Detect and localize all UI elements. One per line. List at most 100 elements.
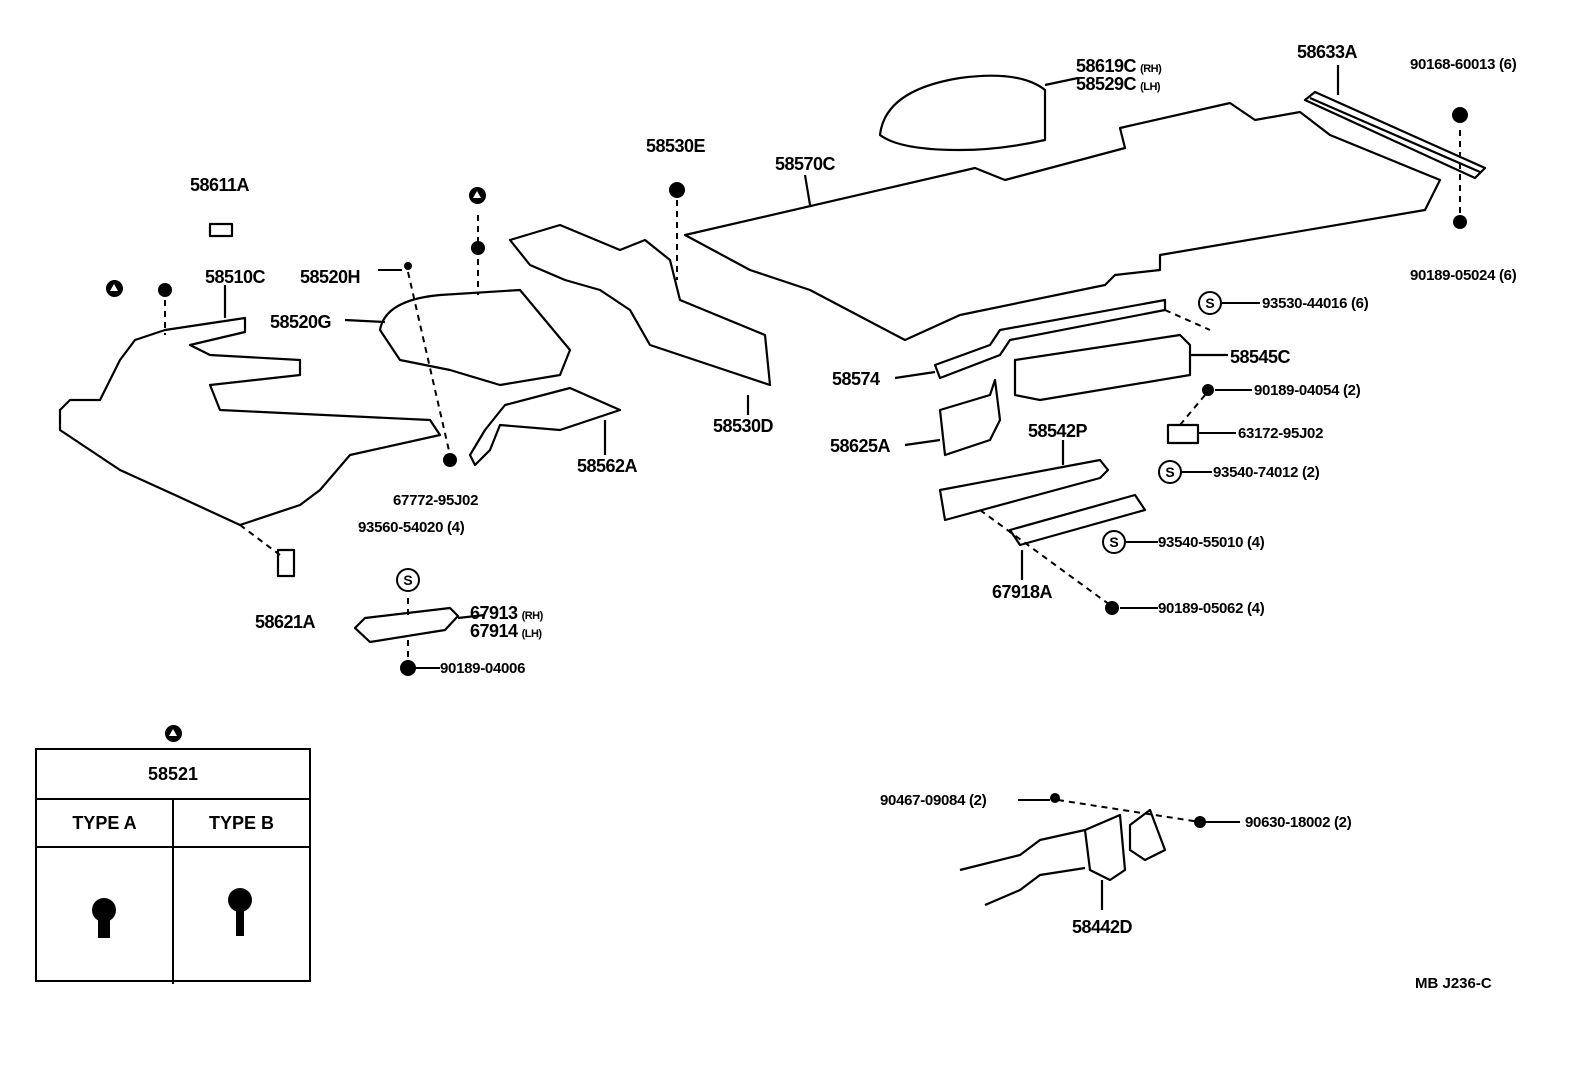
label-58529C: 58529C(LH): [1076, 74, 1161, 94]
leader-58574: [894, 370, 936, 380]
label-58574: 58574: [832, 369, 880, 389]
part-58520G-tray[interactable]: [378, 288, 572, 387]
label-90168-60013: 90168-60013 (6): [1410, 56, 1517, 73]
fastener-type-b-image: [228, 888, 252, 912]
dash-67918A: [979, 509, 1111, 606]
type-table-images: [37, 848, 309, 984]
fastener-58520H[interactable]: [404, 262, 412, 270]
label-58529C-side: (LH): [1140, 81, 1161, 93]
part-58570C-mat[interactable]: [683, 101, 1442, 342]
dash-58621A: [239, 524, 281, 556]
label-58633A: 58633A: [1297, 42, 1358, 62]
fastener-58520G-top[interactable]: [471, 241, 485, 255]
part-58545C-duct[interactable]: [1013, 333, 1192, 402]
part-58619C-pad[interactable]: [878, 74, 1047, 152]
label-93530-44016: 93530-44016 (6): [1262, 295, 1369, 312]
type-a-header: TYPE A: [37, 800, 174, 846]
s-badge-93560: S: [396, 568, 420, 592]
s-badge-93530: S: [1198, 291, 1222, 315]
fastener-90467-09084[interactable]: [1050, 793, 1060, 803]
label-58619C-side: (RH): [1140, 63, 1162, 75]
label-58619C: 58619C(RH): [1076, 56, 1162, 76]
label-67914-number: 67914: [470, 621, 518, 641]
label-90467-09084: 90467-09084 (2): [880, 792, 987, 809]
label-58611A: 58611A: [190, 175, 250, 195]
s-badge-93540-55010: S: [1102, 530, 1126, 554]
leader-67913: [457, 613, 486, 620]
label-67918A: 67918A: [992, 582, 1053, 602]
label-58442D: 58442D: [1072, 917, 1133, 937]
label-58542P: 58542P: [1028, 421, 1088, 441]
label-67914: 67914(LH): [470, 622, 542, 640]
label-67913: 67913(RH): [470, 604, 543, 622]
part-58542P-plate[interactable]: [938, 458, 1110, 522]
triangle-badge-left: [106, 280, 123, 297]
leader-58570C: [803, 174, 812, 206]
part-58562A-plate[interactable]: [468, 386, 622, 467]
triangle-badge-table: [165, 725, 182, 742]
label-58625A: 58625A: [830, 436, 891, 456]
label-67914-side: (LH): [521, 628, 543, 640]
part-58611A-clip[interactable]: [208, 222, 234, 238]
type-b-cell: [174, 848, 309, 984]
body-panel-outline: [959, 828, 1086, 907]
dash-93530: [1164, 309, 1211, 331]
label-58545C: 58545C: [1230, 347, 1291, 367]
dash-9018904054: [1179, 394, 1206, 426]
part-58510C-carpet[interactable]: [58, 316, 442, 527]
label-90630-18002: 90630-18002 (2): [1245, 814, 1352, 831]
label-58621A: 58621A: [255, 612, 316, 632]
dash-58520H: [407, 271, 451, 456]
part-58530D-tunnel[interactable]: [508, 223, 772, 387]
label-58510C: 58510C: [205, 267, 266, 287]
fastener-58530E[interactable]: [669, 182, 685, 198]
fastener-left-clip[interactable]: [158, 283, 172, 297]
fastener-67772-95J02[interactable]: [443, 453, 457, 467]
fastener-90168-60013[interactable]: [1452, 107, 1468, 123]
label-67772-95J02: 67772-95J02: [393, 492, 479, 509]
s-badge-93540-74012: S: [1158, 460, 1182, 484]
fastener-90189-04054[interactable]: [1202, 384, 1214, 396]
dash-58442D: [1057, 799, 1201, 823]
label-90189-04006: 90189-04006: [440, 660, 526, 677]
part-58625A-bracket[interactable]: [938, 378, 1002, 457]
part-58442D-bracket[interactable]: [1083, 813, 1127, 882]
part-58442D-bracket-b[interactable]: [1128, 808, 1167, 862]
part-67918A-rail[interactable]: [1008, 493, 1147, 547]
label-58619C-number: 58619C: [1076, 56, 1137, 76]
part-67913-step[interactable]: [353, 606, 460, 644]
leader-58520G: [344, 318, 386, 324]
label-93540-74012: 93540-74012 (2): [1213, 464, 1320, 481]
triangle-badge-center: [469, 187, 486, 204]
type-b-header: TYPE B: [208, 813, 274, 833]
reference-code: MB J236-C: [1415, 975, 1492, 992]
type-a-cell: [37, 848, 174, 984]
label-90189-05062: 90189-05062 (4): [1158, 600, 1265, 617]
leader-58625A: [904, 438, 941, 447]
label-58530E: 58530E: [646, 136, 706, 156]
label-67913-number: 67913: [470, 603, 518, 623]
label-58520G: 58520G: [270, 312, 332, 332]
label-58570C: 58570C: [775, 154, 836, 174]
part-58633A-strip[interactable]: [1303, 90, 1487, 180]
type-table-headers: TYPE A TYPE B: [37, 800, 309, 848]
label-90189-05024: 90189-05024 (6): [1410, 267, 1517, 284]
fastener-90189-04006[interactable]: [400, 660, 416, 676]
label-90189-04054: 90189-04054 (2): [1254, 382, 1361, 399]
fastener-type-table: 58521 TYPE A TYPE B: [35, 748, 311, 984]
part-63172-95J02-block[interactable]: [1166, 423, 1200, 445]
fastener-90630-18002[interactable]: [1194, 816, 1206, 828]
fastener-90189-05062[interactable]: [1105, 601, 1119, 615]
fastener-90189-05024[interactable]: [1453, 215, 1467, 229]
fastener-type-a-shank: [98, 918, 110, 938]
label-58520H: 58520H: [300, 267, 361, 287]
part-58574-bar[interactable]: [933, 298, 1167, 380]
part-58621A-clip[interactable]: [276, 548, 296, 578]
label-93560-54020: 93560-54020 (4): [358, 519, 465, 536]
leader-58619C: [1044, 76, 1079, 87]
fastener-type-b-shank: [236, 908, 244, 936]
label-58529C-number: 58529C: [1076, 74, 1137, 94]
type-table-part-number: 58521: [37, 750, 309, 800]
label-63172-95J02: 63172-95J02: [1238, 425, 1324, 442]
label-93540-55010: 93540-55010 (4): [1158, 534, 1265, 551]
